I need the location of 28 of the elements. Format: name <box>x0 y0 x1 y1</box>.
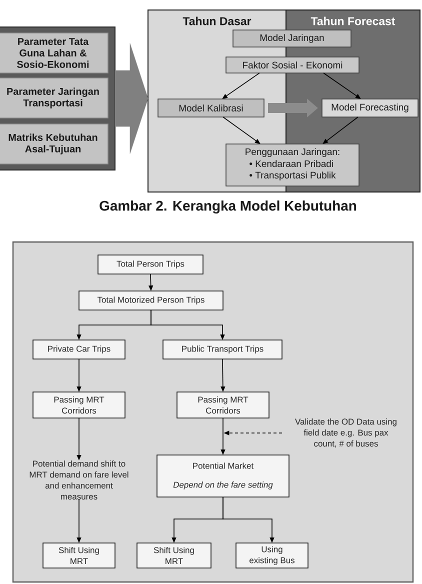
process-box: Public Transport Trips <box>162 340 282 360</box>
process-box: Shift Using MRT <box>42 542 116 568</box>
process-box: Potential Market Depend on the fare setting <box>156 454 290 498</box>
parameter-box: Parameter Jaringan Transportasi <box>0 78 108 118</box>
arrow <box>222 116 260 144</box>
annotation-text: Validate the OD Data using field date e.g. Bus pax count, # of buses <box>295 418 396 448</box>
arrow <box>322 116 358 144</box>
annotation-text: Potential demand shift to MRT demand on fare level and enhancement measures <box>30 460 128 500</box>
process-box: Private Car Trips <box>32 340 126 360</box>
panel-heading: Tahun Dasar <box>182 16 252 26</box>
block-arrow <box>114 43 148 154</box>
process-box: Model Forecasting <box>322 98 418 118</box>
process-box: Shift Using MRT <box>136 542 212 568</box>
process-box: Model Jaringan <box>232 30 352 48</box>
process-box: Penggunaan Jaringan: • Kendaraan Pribadi • Transportasi Publik <box>226 144 360 186</box>
process-box: Passing MRT Corridors <box>176 392 270 418</box>
parameter-box: Matriks Kebutuhan Asal-Tujuan <box>0 124 108 164</box>
process-box: Total Motorized Person Trips <box>78 290 224 310</box>
process-box: Using existing Bus <box>236 542 308 568</box>
process-box: Model Kalibrasi <box>158 98 264 118</box>
panel-heading: Tahun Forecast <box>310 16 396 26</box>
process-box: Faktor Sosial - Ekonomi <box>226 56 360 74</box>
arrow <box>323 72 361 99</box>
parameter-box: Parameter Tata Guna Lahan & Sosio-Ekonomi <box>0 32 108 74</box>
process-box: Passing MRT Corridors <box>32 392 126 418</box>
process-box: Total Person Trips <box>98 254 204 274</box>
caption: Gambar 2. Kerangka Model Kebutuhan <box>100 200 356 214</box>
arrow <box>222 72 260 99</box>
